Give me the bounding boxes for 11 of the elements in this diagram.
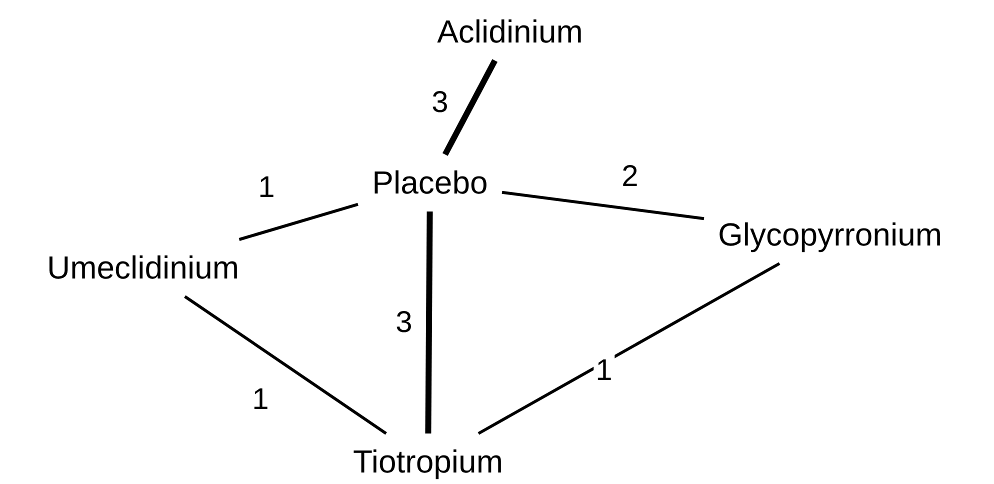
connector-line	[184, 295, 387, 435]
connector-line	[425, 211, 433, 434]
node-label: Umeclidinium	[46, 250, 240, 286]
connector-line	[238, 202, 358, 241]
connector-line	[478, 262, 780, 435]
node-label: Glycopyrronium	[718, 216, 942, 252]
node-label: Placebo	[372, 164, 488, 200]
node-label: Aclidinium	[437, 14, 583, 50]
node-label: Tiotropium	[353, 444, 503, 480]
connector-line	[442, 59, 498, 156]
connector-line	[502, 190, 704, 220]
